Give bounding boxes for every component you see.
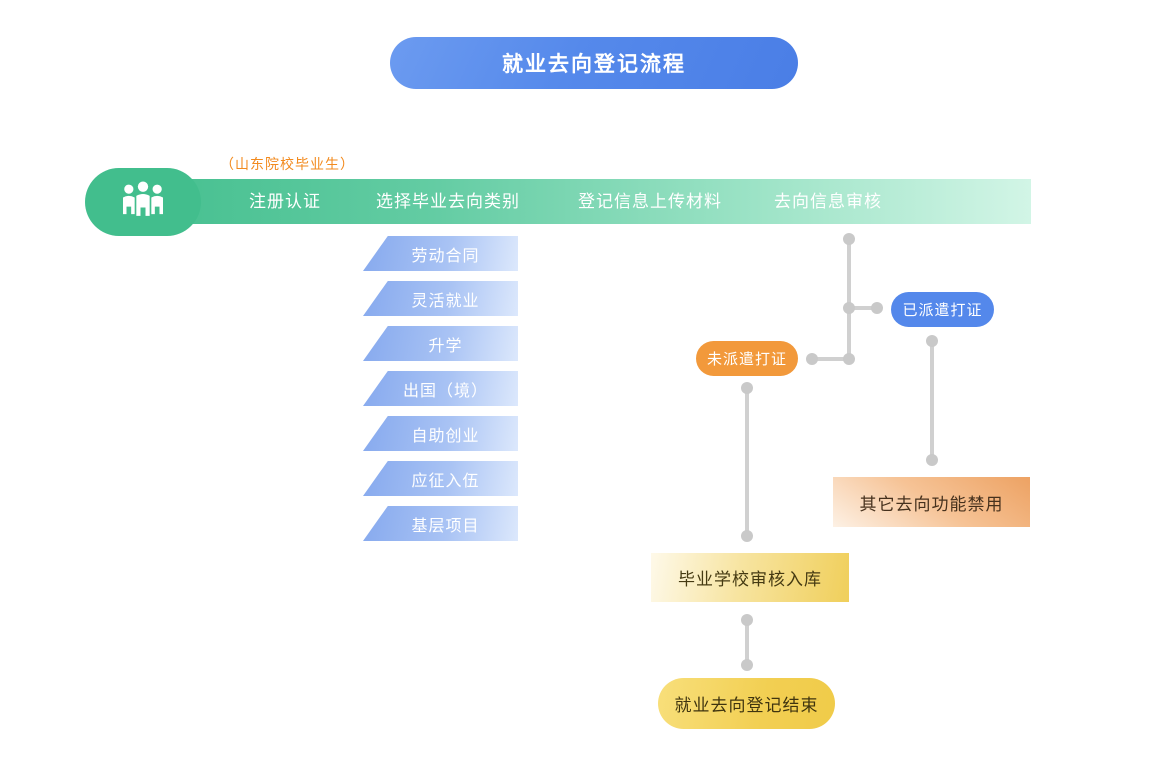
- connector-line: [849, 306, 877, 310]
- connector-dot: [843, 302, 855, 314]
- connector-line: [930, 341, 934, 460]
- process-step-choose-category: 选择毕业去向类别: [376, 192, 520, 211]
- entry-pill: [85, 168, 201, 236]
- category-further-study: 升学: [363, 326, 518, 361]
- process-step-upload-materials: 登记信息上传材料: [578, 192, 722, 211]
- process-bar: 注册认证 选择毕业去向类别 登记信息上传材料 去向信息审核: [110, 179, 1031, 224]
- connector-dot: [806, 353, 818, 365]
- connector-line: [745, 388, 749, 536]
- node-other-disabled: 其它去向功能禁用: [833, 477, 1030, 527]
- connector-dot: [741, 614, 753, 626]
- connector-dot: [741, 530, 753, 542]
- node-school-review: 毕业学校审核入库: [651, 553, 849, 602]
- node-finish: 就业去向登记结束: [658, 678, 835, 729]
- node-not-dispatched: 未派遣打证: [696, 341, 798, 376]
- category-self-startup: 自助创业: [363, 416, 518, 451]
- connector-dot: [741, 382, 753, 394]
- connector-dot: [871, 302, 883, 314]
- connector-dot: [843, 233, 855, 245]
- page-title-pill: 就业去向登记流程: [390, 37, 798, 89]
- connector-dot: [926, 335, 938, 347]
- process-step-register: 注册认证: [249, 192, 321, 211]
- connector-line: [847, 239, 851, 359]
- category-flexible-employment: 灵活就业: [363, 281, 518, 316]
- category-grassroots-project: 基层项目: [363, 506, 518, 541]
- process-step-review: 去向信息审核: [774, 192, 882, 211]
- connector-dot: [926, 454, 938, 466]
- connector-dot: [741, 659, 753, 671]
- page-title: 就业去向登记流程: [502, 53, 686, 76]
- audience-note: （山东院校毕业生）: [220, 156, 355, 172]
- people-group-icon: [118, 179, 168, 226]
- connector-dot: [843, 353, 855, 365]
- connector-line: [812, 357, 849, 361]
- category-abroad: 出国（境）: [363, 371, 518, 406]
- node-dispatched: 已派遣打证: [891, 292, 994, 327]
- category-enlist: 应征入伍: [363, 461, 518, 496]
- category-labor-contract: 劳动合同: [363, 236, 518, 271]
- connector-line: [745, 620, 749, 665]
